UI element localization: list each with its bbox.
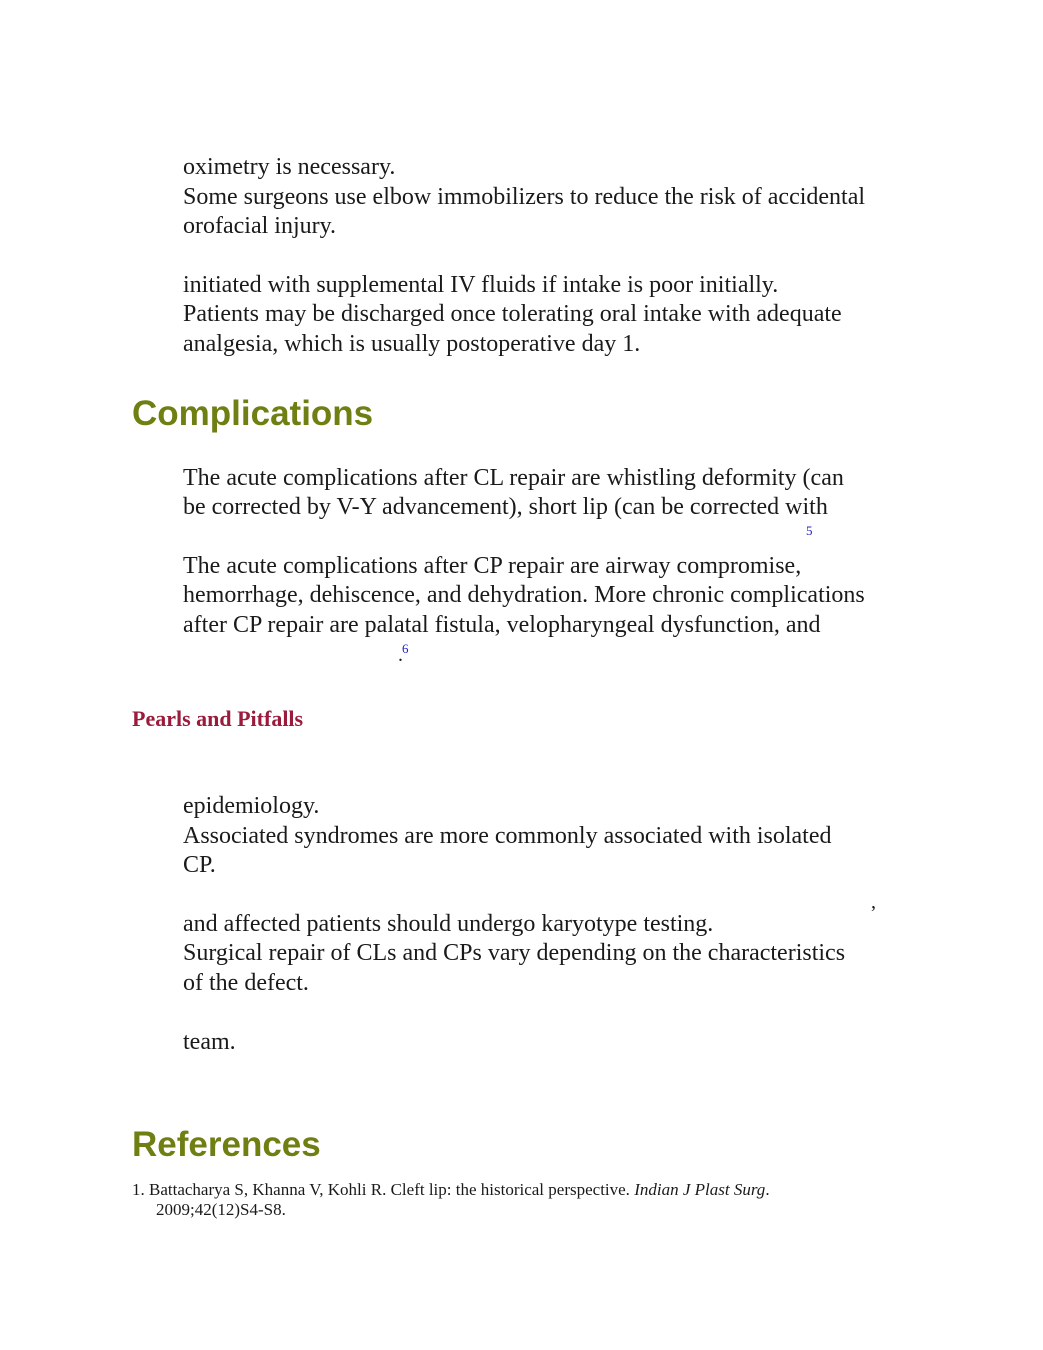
postop-line-3: orofacial injury.	[183, 213, 337, 239]
postop-line-4: initiated with supplemental IV fluids if…	[183, 272, 779, 298]
pearls-line-5: Surgical repair of CLs and CPs vary depe…	[183, 940, 846, 966]
postop-line-1: oximetry is necessary.	[183, 154, 396, 180]
pearls-line-6: of the defect.	[183, 970, 309, 996]
complications-line-1: The acute complications after CL repair …	[183, 465, 844, 491]
reference-authors-title: Battacharya S, Khanna V, Kohli R. Cleft …	[149, 1180, 630, 1199]
reference-journal-period: .	[765, 1180, 770, 1199]
reference-citation: 2009;42(12)S4-S8.	[156, 1200, 286, 1219]
reference-marker-6[interactable]: 6	[402, 641, 409, 656]
sentence-period: .	[398, 644, 403, 666]
complications-line-5: after CP repair are palatal fistula, vel…	[183, 612, 821, 638]
stray-comma: ,	[871, 891, 876, 913]
postop-line-5: Patients may be discharged once tolerati…	[183, 301, 842, 327]
postop-line-6: analgesia, which is usually postoperativ…	[183, 331, 641, 357]
postop-line-2: Some surgeons use elbow immobilizers to …	[183, 184, 866, 210]
pearls-line-2: Associated syndromes are more commonly a…	[183, 823, 832, 849]
complications-line-2: be corrected by V-Y advancement), short …	[183, 494, 828, 520]
reference-number: 1.	[132, 1180, 145, 1199]
reference-marker-5[interactable]: 5	[806, 523, 813, 538]
complications-line-4: hemorrhage, dehiscence, and dehydration.…	[183, 582, 865, 608]
pearls-line-7: team.	[183, 1029, 236, 1055]
pearls-pitfalls-heading: Pearls and Pitfalls	[132, 706, 304, 731]
complications-line-3: The acute complications after CP repair …	[183, 553, 802, 579]
reference-journal: Indian J Plast Surg	[634, 1180, 766, 1199]
references-heading: References	[132, 1125, 321, 1164]
pearls-line-3: CP.	[183, 852, 216, 878]
pearls-line-4: and affected patients should undergo kar…	[183, 911, 714, 937]
complications-heading: Complications	[132, 394, 374, 433]
reference-item-1: 1. Battacharya S, Khanna V, Kohli R. Cle…	[132, 1180, 770, 1200]
pearls-line-1: epidemiology.	[183, 793, 320, 819]
